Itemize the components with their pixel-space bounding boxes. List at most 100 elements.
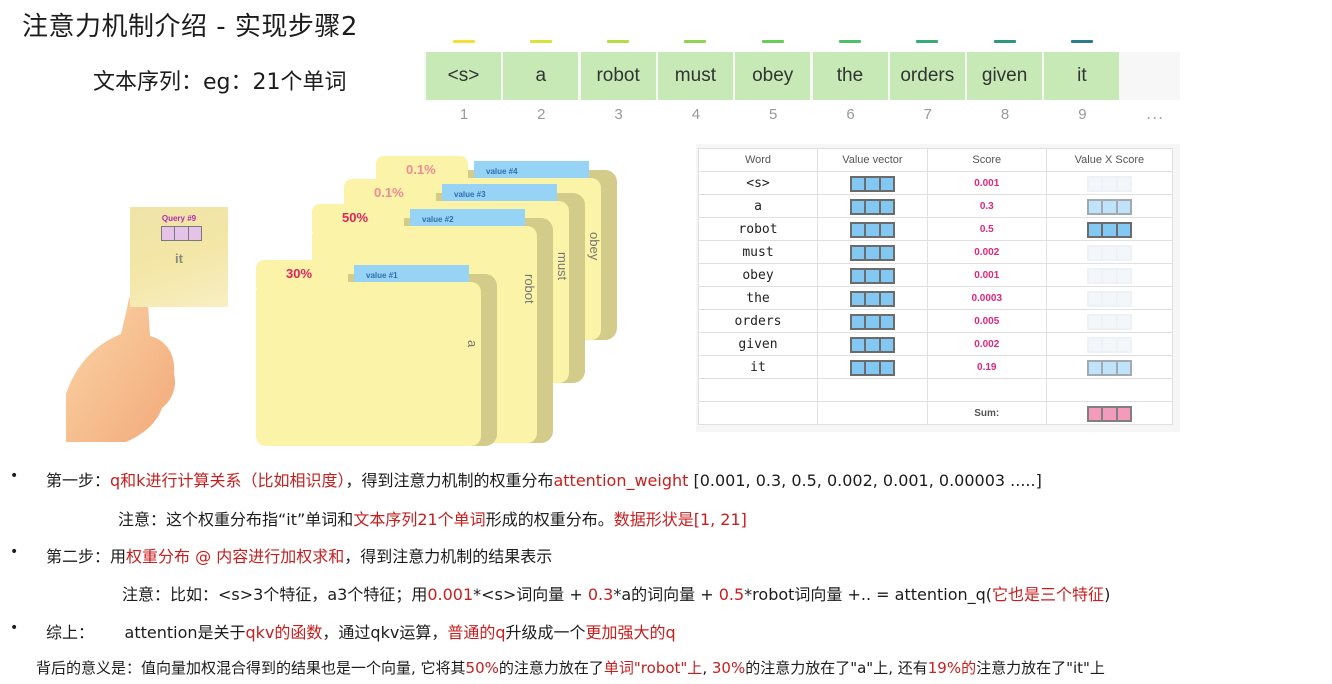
value-tab: value #3 [442,184,557,204]
step2-note: 注意：比如：<s>3个特征，a3个特征；用0.001*<s>词向量 + 0.3*… [122,585,1111,604]
step1-note: 注意：这个权重分布指“it”单词和文本序列21个单词形成的权重分布。数据形状是[… [118,510,747,529]
vector-icon [1086,268,1132,284]
vector-icon [1086,291,1132,307]
query-card: Query #9 it [130,207,228,307]
attention-percent: 0.1% [374,185,404,200]
word-cell: <s> [698,171,818,195]
score-cell: 0.001 [926,263,1047,287]
token-cell: a [503,52,579,100]
attention-percent: 30% [286,266,313,281]
table-row: it 0.19 [698,355,1174,379]
vector-icon [849,360,895,376]
token-color-mark [993,40,1016,43]
value-vector-cell [817,332,928,356]
vector-icon [849,176,895,192]
weighted-vector-cell [1045,309,1174,333]
bullet-icon: • [10,468,19,484]
vector-icon [1086,337,1132,353]
value-score-table-panel: Word Value vector Score Value X Score <s… [696,144,1180,432]
sum-label: Sum: [926,401,1047,425]
sum-vector-cell [1045,401,1174,425]
query-word: it [175,251,183,266]
table-row: given 0.002 [698,332,1174,356]
value-score-table: Word Value vector Score Value X Score <s… [698,148,1174,425]
header-score: Score [926,148,1047,172]
header-word: Word [698,148,818,172]
value-vector-cell [817,263,928,287]
vector-icon [1086,360,1132,376]
token-color-mark [529,40,552,43]
table-row-empty [698,378,1174,402]
vector-icon [849,222,895,238]
page-title: 注意力机制介绍 - 实现步骤2 [22,12,358,42]
step2-text: 第二步：用权重分布 @ 内容进行加权求和，得到注意力机制的结果表示 [46,547,553,566]
weighted-vector-cell [1045,171,1174,195]
word-cell: obey [698,263,818,287]
score-cell: 0.002 [926,240,1047,264]
folder-word: robot [522,274,537,304]
word-cell: a [698,194,818,218]
table-row: robot 0.5 [698,217,1174,241]
weighted-vector-cell [1045,355,1174,379]
token-index: 2 [537,106,546,123]
vector-icon [1086,222,1132,238]
table-row-sum: Sum: [698,401,1174,425]
token-color-mark [452,40,475,43]
folder-word: must [555,252,570,281]
token-cell: obey [735,52,811,100]
value-vector-cell [817,355,928,379]
vector-icon [1086,199,1132,215]
token-color-mark [684,40,707,43]
token-index: 3 [614,106,623,123]
word-cell: it [698,355,818,379]
step1-text: 第一步：q和k进行计算关系（比如相识度），得到注意力机制的权重分布attenti… [46,471,1042,490]
score-cell: 0.19 [926,355,1047,379]
vector-icon [1086,245,1132,261]
vector-icon [849,199,895,215]
vector-icon [849,337,895,353]
token-color-mark [839,40,861,43]
query-label: Query #9 [161,214,197,223]
value-vector-cell [817,194,928,218]
token-color-mark [607,40,630,43]
token-cell: must [657,52,733,100]
attention-percent: 50% [342,210,369,225]
token-color-mark [916,40,939,43]
score-cell: 0.005 [926,309,1047,333]
value-vector-cell [817,171,928,195]
weighted-vector-cell [1045,194,1174,218]
value-vector-cell [817,286,928,310]
word-cell: robot [698,217,818,241]
word-cell: must [698,240,818,264]
token-cell: orders [889,52,965,100]
token-cell: robot [580,52,656,100]
meaning-text: 背后的意义是：值向量加权混合得到的结果也是一个向量, 它将其50%的注意力放在了… [36,659,1105,677]
token-index: 4 [691,106,701,123]
token-index: 5 [769,106,778,123]
vector-icon [1086,314,1132,330]
token-cell: given [967,52,1043,100]
value-vector-cell [817,217,928,241]
table-row: obey 0.001 [698,263,1174,287]
weighted-vector-cell [1045,332,1174,356]
weighted-vector-cell [1045,240,1174,264]
value-tab: value #4 [474,161,589,181]
sequence-subtitle: 文本序列：eg：21个单词 [93,70,347,95]
token-cell: <s> [426,52,501,100]
token-index: 1 [459,106,469,123]
score-cell: 0.5 [926,217,1047,241]
token-index: 6 [846,106,855,123]
score-cell: 0.001 [926,171,1047,195]
folder-word: a [465,340,480,348]
header-value-x-score: Value X Score [1045,148,1174,172]
token-color-mark [1070,40,1093,43]
score-cell: 0.002 [926,332,1047,356]
bullet-icon: • [10,544,19,560]
word-cell: given [698,332,818,356]
value-vector-cell [817,309,928,333]
vector-icon [849,314,895,330]
